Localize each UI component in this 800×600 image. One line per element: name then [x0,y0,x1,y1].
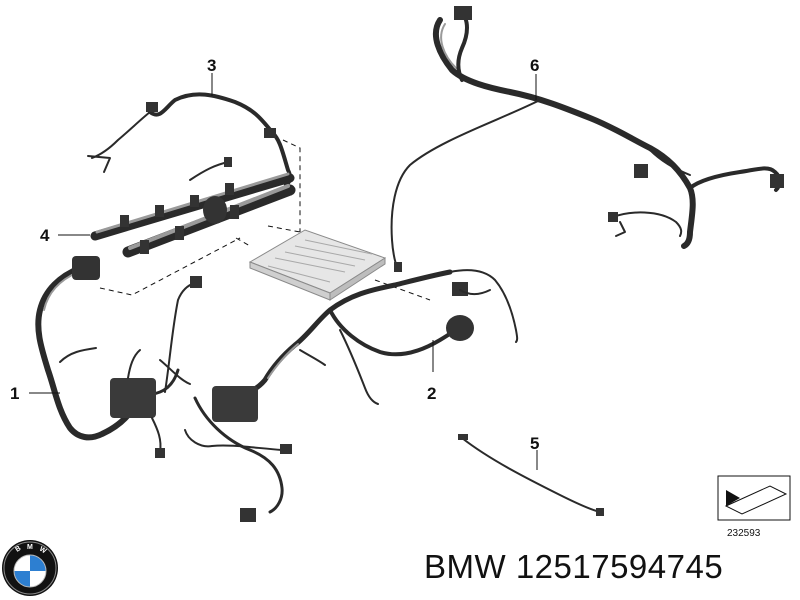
callout-6: 6 [530,56,539,75]
harness-6 [390,6,784,272]
harness-4-injector-rails [90,157,296,258]
svg-text:W: W [38,546,48,556]
dashed-reference-lines [99,139,431,301]
callout-5: 5 [530,434,539,453]
callout-3: 3 [207,56,216,75]
bmw-roundel-logo: B M W [2,540,58,596]
svg-text:B: B [14,545,22,554]
callout-1: 1 [10,384,19,403]
callout-4: 4 [40,226,50,245]
callout-2: 2 [427,384,436,403]
harness-5 [458,434,604,516]
part-number-title: BMW 12517594745 [424,548,724,585]
harness-3 [87,92,293,187]
svg-text:M: M [27,544,33,551]
callout-leaders [29,73,538,470]
harness-2 [184,269,519,522]
reference-number: 232593 [727,528,761,539]
harness-1 [35,256,202,458]
engine-control-module [248,229,387,301]
reference-box: 232593 [717,475,791,539]
